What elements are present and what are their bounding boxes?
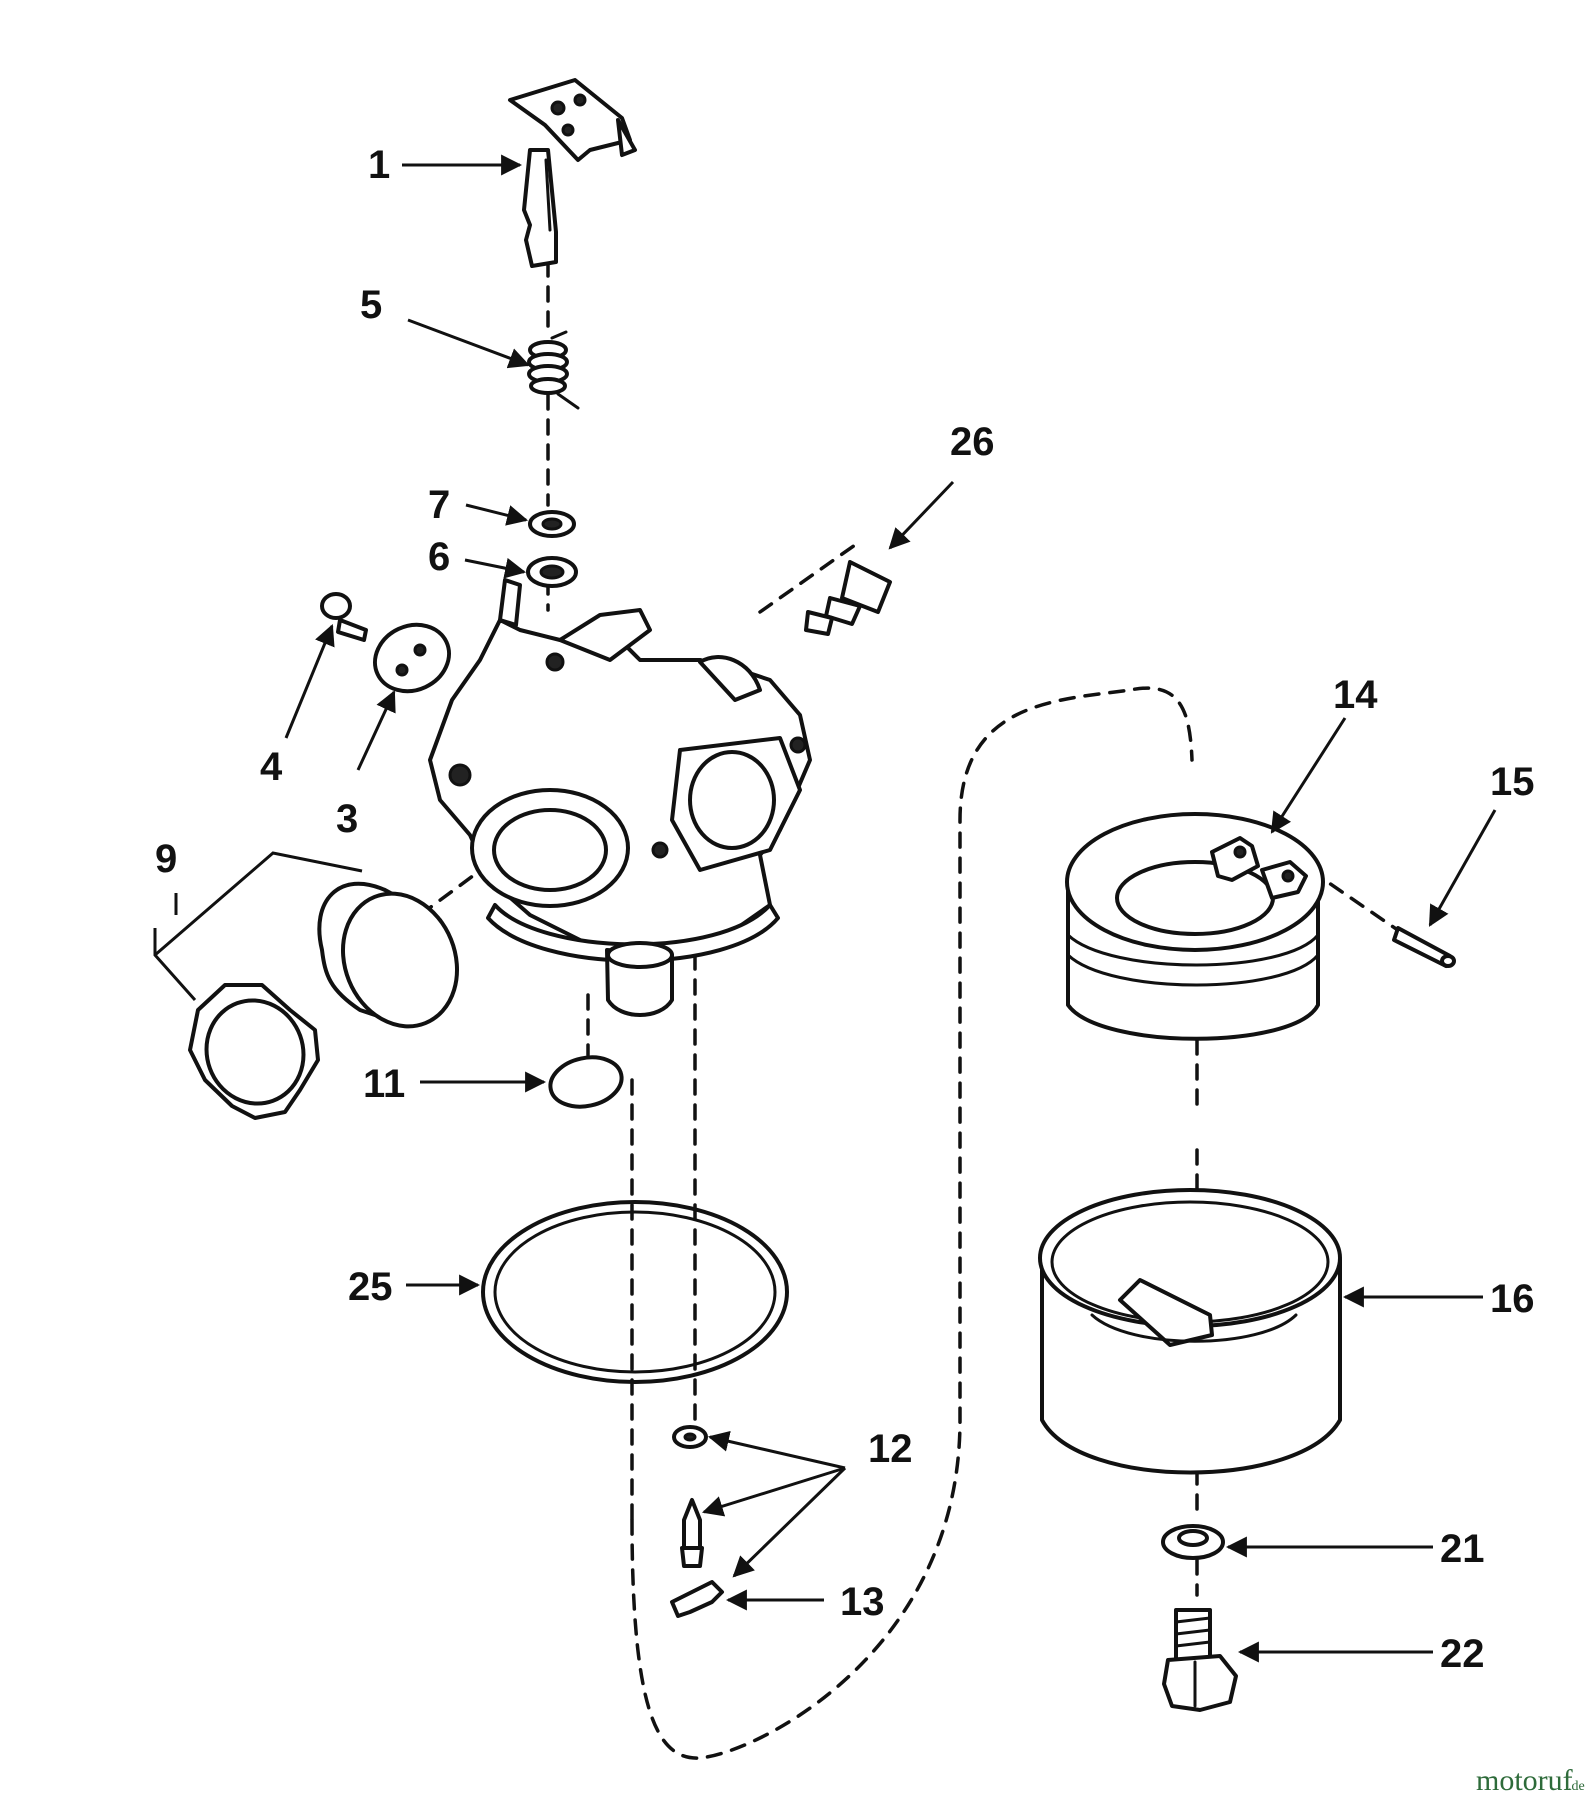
watermark-logo: motoruf .de xyxy=(1476,1764,1585,1797)
part-4-screw xyxy=(320,592,368,642)
leader-lines xyxy=(153,154,1497,1663)
callout-16: 16 xyxy=(1490,1277,1535,1321)
callout-5: 5 xyxy=(360,283,382,327)
callout-4: 4 xyxy=(260,745,283,789)
part-9-primer-assembly xyxy=(188,881,460,1120)
part-7-seal xyxy=(528,510,576,538)
callout-22: 22 xyxy=(1440,1632,1485,1676)
callout-21: 21 xyxy=(1440,1527,1485,1571)
callout-labels: 1 5 26 7 6 4 3 9 14 15 11 25 16 12 21 13… xyxy=(155,143,1535,1676)
watermark-suffix: .de xyxy=(1568,1779,1585,1794)
callout-14: 14 xyxy=(1333,673,1378,717)
part-12-needle-set xyxy=(672,1425,708,1568)
callout-12: 12 xyxy=(868,1427,913,1471)
part-14-float xyxy=(1065,812,1325,1041)
callout-15: 15 xyxy=(1490,760,1535,804)
callout-6: 6 xyxy=(428,535,450,579)
callout-13: 13 xyxy=(840,1580,885,1624)
part-3-plate xyxy=(373,622,451,694)
part-22-drain-bolt xyxy=(1162,1608,1238,1712)
callout-9: 9 xyxy=(155,837,177,881)
part-16-float-bowl xyxy=(1038,1188,1342,1475)
callout-11: 11 xyxy=(363,1062,405,1106)
callout-3: 3 xyxy=(336,797,358,841)
part-25-gasket xyxy=(481,1200,789,1384)
part-26-fitting xyxy=(804,560,892,636)
part-11-plug xyxy=(548,1055,624,1109)
carburetor-body xyxy=(428,578,812,1017)
part-13-clip xyxy=(670,1580,724,1618)
callout-25: 25 xyxy=(348,1265,393,1309)
part-6-seal xyxy=(526,556,578,588)
part-15-pin xyxy=(1392,926,1456,968)
callout-7: 7 xyxy=(428,483,450,527)
watermark-brand: motoruf xyxy=(1476,1764,1573,1797)
part-21-washer xyxy=(1161,1524,1225,1560)
part-5-spring xyxy=(527,330,580,410)
part-1-choke-lever xyxy=(508,78,637,268)
callout-26: 26 xyxy=(950,420,995,464)
callout-1: 1 xyxy=(368,143,390,187)
